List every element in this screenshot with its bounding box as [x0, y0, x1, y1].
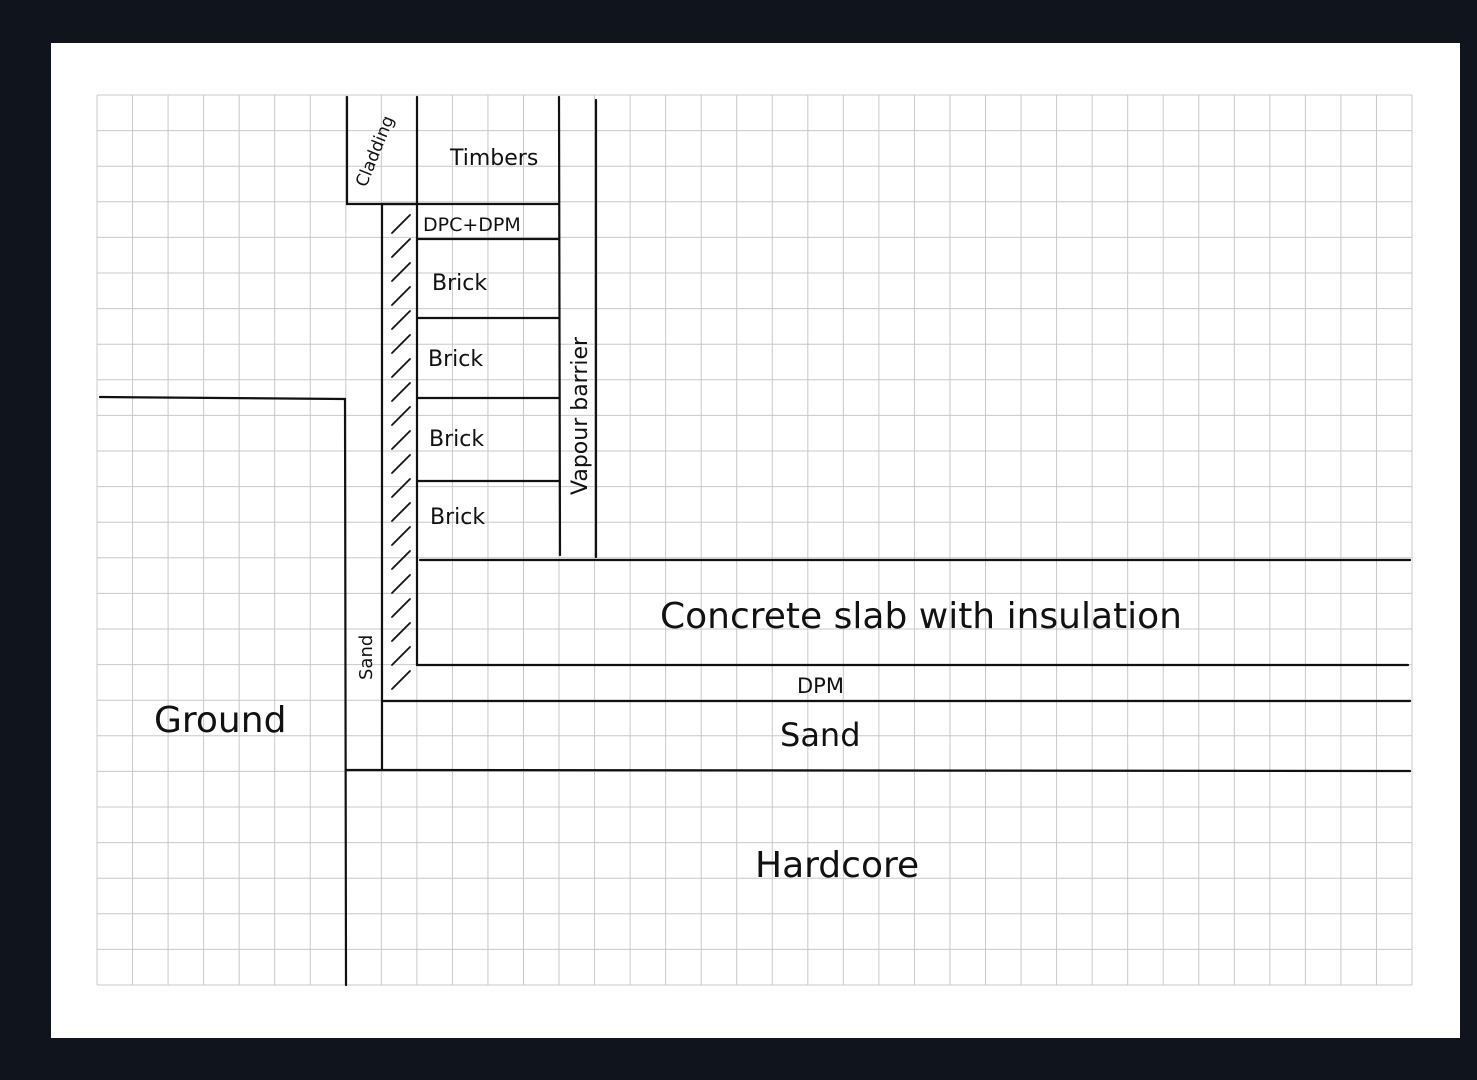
hatch-stroke — [391, 526, 411, 546]
label-hardcore: Hardcore — [755, 845, 919, 886]
hatch-stroke — [391, 310, 411, 330]
drawing-canvas — [51, 43, 1460, 1038]
label-brick: Brick — [432, 271, 487, 296]
label-sand-vertical: Sand — [356, 635, 377, 680]
label-vapour-barrier: Vapour barrier — [568, 336, 593, 495]
hatch-stroke — [391, 574, 411, 594]
hatch-stroke — [391, 358, 411, 378]
hatch-stroke — [391, 262, 411, 282]
hatch-stroke — [391, 502, 411, 522]
hatch-stroke — [391, 670, 411, 690]
label-dpm: DPM — [797, 674, 844, 698]
ground-outline — [98, 395, 348, 987]
label-brick: Brick — [428, 347, 483, 372]
hatch-stroke — [391, 214, 411, 234]
label-concrete-slab: Concrete slab with insulation — [660, 596, 1182, 637]
hatch-stroke — [391, 454, 411, 474]
hatch-stroke — [391, 598, 411, 618]
label-dpc-dpm: DPC+DPM — [423, 214, 521, 236]
label-timbers: Timbers — [449, 146, 538, 171]
hatch-stroke — [391, 382, 411, 402]
hatch-stroke — [391, 406, 411, 426]
hatch-stroke — [391, 646, 411, 666]
label-cladding: Cladding — [352, 113, 399, 190]
hatch-stroke — [391, 334, 411, 354]
hatch-stroke — [391, 550, 411, 570]
sand-bottom — [344, 768, 1412, 773]
label-brick: Brick — [430, 505, 485, 530]
hatch-stroke — [391, 478, 411, 498]
hatch-stroke — [391, 622, 411, 642]
hatch-stroke — [391, 430, 411, 450]
hatch-stroke — [391, 238, 411, 258]
outlines — [98, 95, 1412, 987]
label-ground: Ground — [154, 700, 286, 741]
label-brick: Brick — [429, 427, 484, 452]
brick-outer-line — [557, 95, 562, 557]
cavity-hatching — [391, 214, 411, 690]
hatch-stroke — [391, 286, 411, 306]
label-sand: Sand — [780, 716, 861, 754]
